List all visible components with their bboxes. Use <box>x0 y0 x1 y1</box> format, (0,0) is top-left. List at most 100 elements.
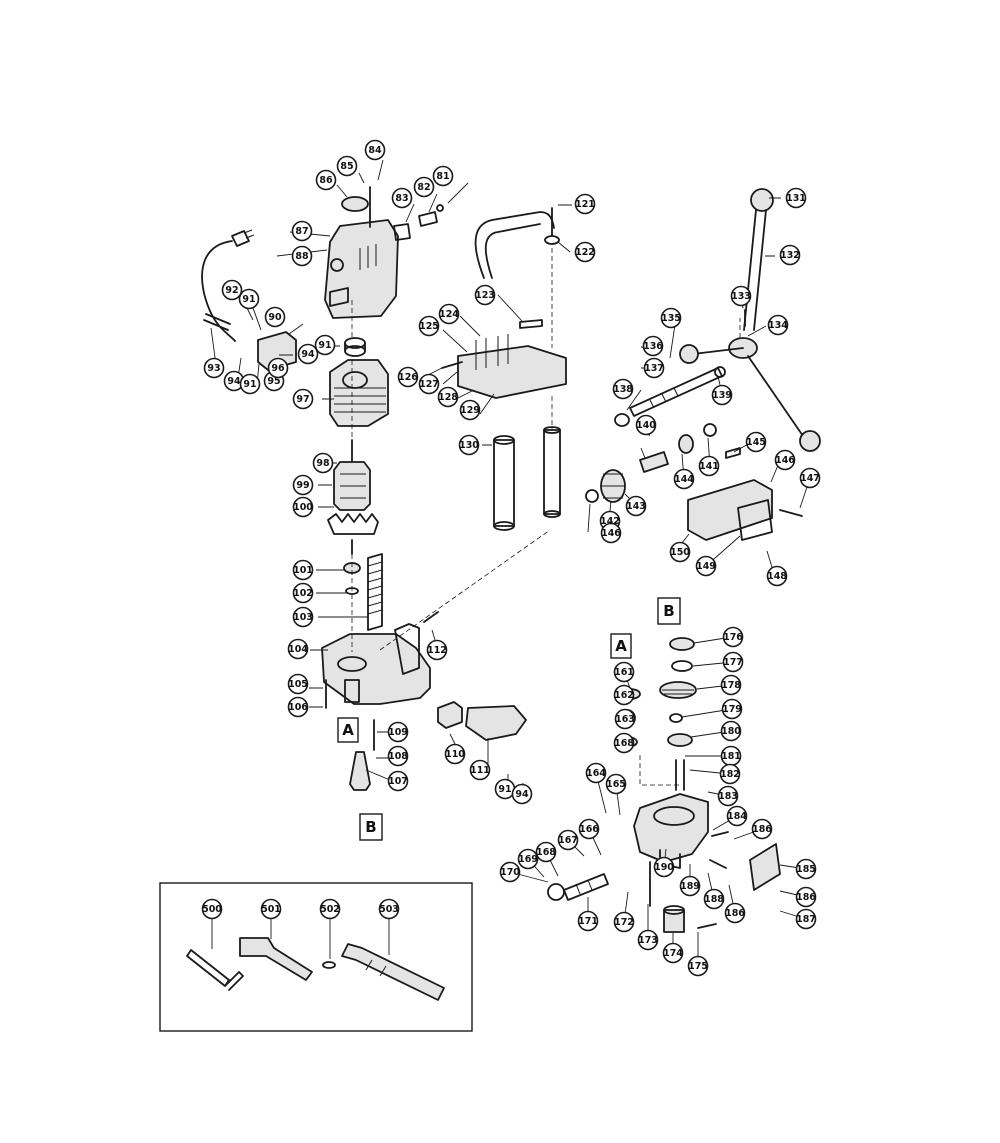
svg-text:B: B <box>663 602 674 620</box>
callout-127: 127 <box>418 373 440 395</box>
svg-text:172: 172 <box>614 917 634 928</box>
callout-122: 122 <box>574 241 596 263</box>
svg-text:186: 186 <box>796 892 816 903</box>
svg-text:97: 97 <box>296 394 309 405</box>
callout-138: 138 <box>612 378 634 400</box>
svg-text:141: 141 <box>699 461 719 472</box>
callout-83: 83 <box>391 187 413 209</box>
svg-text:91: 91 <box>318 340 331 351</box>
svg-text:87: 87 <box>295 226 308 237</box>
svg-text:186: 186 <box>752 824 772 835</box>
svg-text:146: 146 <box>601 528 621 539</box>
callout-106: 106 <box>287 696 309 718</box>
callout-88: 88 <box>291 245 313 267</box>
callout-162: 162 <box>613 684 635 706</box>
svg-text:135: 135 <box>661 313 681 324</box>
callout-503: 503 <box>378 898 400 920</box>
svg-text:91: 91 <box>243 379 256 390</box>
svg-text:145: 145 <box>746 437 766 448</box>
callout-98: 98 <box>312 452 334 474</box>
callout-174: 174 <box>662 942 684 964</box>
svg-text:94: 94 <box>301 349 315 360</box>
callout-178: 178 <box>720 674 742 696</box>
ref-a-right: A <box>610 633 632 659</box>
svg-text:128: 128 <box>438 392 458 403</box>
callout-90: 90 <box>264 306 286 328</box>
callout-109: 109 <box>387 721 409 743</box>
callout-101: 101 <box>292 559 314 581</box>
accessory-box <box>159 882 473 1032</box>
callout-164: 164 <box>585 762 607 784</box>
callout-104: 104 <box>287 638 309 660</box>
svg-text:146: 146 <box>775 455 795 466</box>
svg-text:129: 129 <box>460 405 480 416</box>
svg-text:177: 177 <box>723 657 743 668</box>
svg-text:99: 99 <box>296 480 309 491</box>
callout-124: 124 <box>438 303 460 325</box>
callout-137: 137 <box>643 357 665 379</box>
callout-94-b4: 94 <box>511 783 533 805</box>
callout-102: 102 <box>292 582 314 604</box>
svg-text:189: 189 <box>680 881 700 892</box>
callout-186-b7: 186 <box>724 902 746 924</box>
svg-text:81: 81 <box>436 171 449 182</box>
callout-133: 133 <box>730 285 752 307</box>
svg-text:111: 111 <box>470 765 490 776</box>
svg-text:164: 164 <box>586 768 606 779</box>
svg-text:187: 187 <box>796 914 816 925</box>
svg-text:171: 171 <box>578 916 598 927</box>
ref-a-left: A <box>337 717 359 743</box>
callout-502: 502 <box>319 898 341 920</box>
callout-126: 126 <box>397 366 419 388</box>
callout-182: 182 <box>719 763 741 785</box>
callout-112: 112 <box>426 639 448 661</box>
svg-text:162: 162 <box>614 690 634 701</box>
ref-b-left: B <box>359 813 383 841</box>
callout-140: 140 <box>635 414 657 436</box>
callout-123: 123 <box>474 284 496 306</box>
callout-94-b3: 94 <box>297 343 319 365</box>
svg-text:168: 168 <box>614 738 634 749</box>
svg-text:122: 122 <box>575 247 595 258</box>
callout-176: 176 <box>722 626 744 648</box>
callout-165: 165 <box>605 773 627 795</box>
svg-text:168: 168 <box>536 847 556 858</box>
svg-text:148: 148 <box>767 571 787 582</box>
callout-168-b5: 168 <box>613 732 635 754</box>
svg-text:134: 134 <box>768 320 788 331</box>
svg-text:105: 105 <box>288 679 308 690</box>
callout-99: 99 <box>292 474 314 496</box>
callout-179: 179 <box>721 698 743 720</box>
callout-175: 175 <box>687 955 709 977</box>
svg-text:91: 91 <box>498 784 511 795</box>
svg-text:95: 95 <box>267 376 280 387</box>
callout-134: 134 <box>767 314 789 336</box>
callout-161: 161 <box>613 661 635 683</box>
callout-186-b6: 186 <box>751 818 773 840</box>
callout-132: 132 <box>779 244 801 266</box>
svg-text:A: A <box>615 637 627 655</box>
callout-163: 163 <box>614 708 636 730</box>
svg-text:136: 136 <box>643 341 663 352</box>
callout-103: 103 <box>292 606 314 628</box>
callout-86: 86 <box>315 169 337 191</box>
callout-166: 166 <box>578 818 600 840</box>
svg-text:147: 147 <box>800 473 820 484</box>
callout-85: 85 <box>336 155 358 177</box>
svg-text:138: 138 <box>613 384 633 395</box>
callout-141: 141 <box>698 455 720 477</box>
callout-187: 187 <box>795 908 817 930</box>
svg-text:139: 139 <box>712 390 732 401</box>
svg-text:169: 169 <box>518 854 538 865</box>
callout-146-b8: 146 <box>600 522 622 544</box>
callout-110: 110 <box>444 743 466 765</box>
svg-text:107: 107 <box>388 776 408 787</box>
callout-143: 143 <box>625 495 647 517</box>
callout-190: 190 <box>653 856 675 878</box>
svg-text:163: 163 <box>615 714 635 725</box>
svg-text:500: 500 <box>202 904 222 915</box>
callout-172: 172 <box>613 911 635 933</box>
svg-text:131: 131 <box>786 193 806 204</box>
svg-text:137: 137 <box>644 363 664 374</box>
